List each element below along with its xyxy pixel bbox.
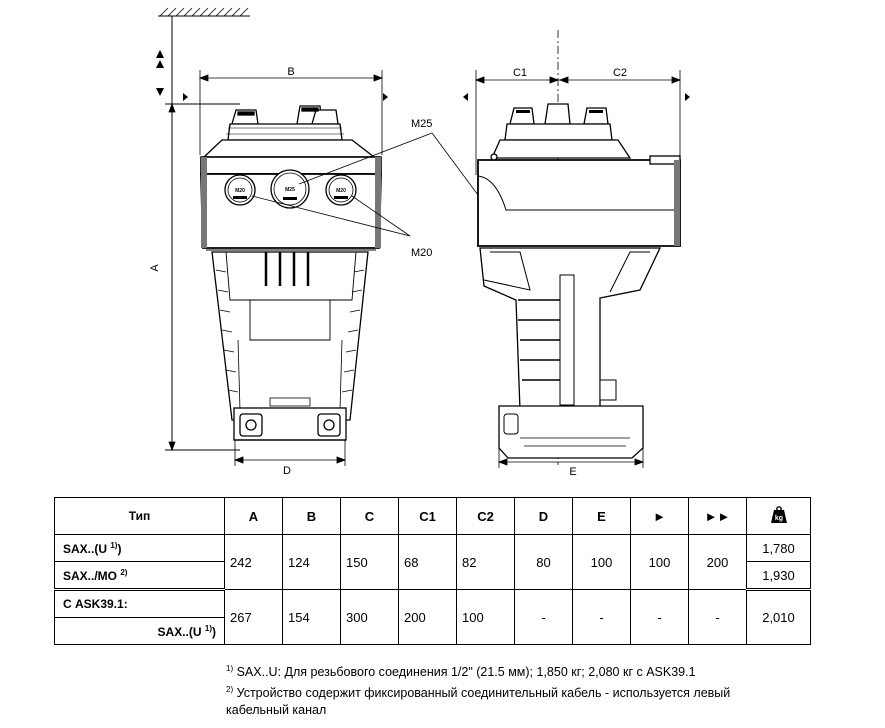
cell-b: 124: [282, 534, 341, 590]
svg-text:C2: C2: [613, 67, 627, 79]
cell-weight: 1,780: [746, 534, 811, 562]
svg-text:M25: M25: [411, 118, 432, 130]
cell-a: 267: [224, 589, 283, 645]
dimension-b: B: [198, 66, 384, 155]
row-name-sax-u: SAX..(U 1)): [54, 534, 225, 562]
table-header-row: Тип A B C C1 C2 D E ► ►► kg: [54, 497, 811, 535]
cell-a: 242: [224, 534, 283, 590]
header-arrow-double: ►►: [688, 497, 747, 535]
header-b: B: [282, 497, 341, 535]
svg-text:D: D: [283, 465, 291, 477]
front-view: M20 M25 M20: [200, 105, 382, 441]
dimension-table: Тип A B C C1 C2 D E ► ►► kg SAX..(U 1)) …: [54, 497, 811, 645]
svg-text:A: A: [149, 264, 161, 272]
cell-c2: 100: [456, 589, 515, 645]
row-name-sax-mo: SAX../MO 2): [54, 561, 225, 591]
svg-text:M20: M20: [411, 247, 432, 259]
clearance-arrows: [156, 50, 690, 101]
header-c1: C1: [398, 497, 457, 535]
svg-text:M25: M25: [285, 187, 295, 193]
svg-text:M20: M20: [336, 188, 346, 194]
svg-text:kg: kg: [774, 515, 782, 522]
svg-text:B: B: [287, 66, 294, 78]
svg-text:M20: M20: [235, 188, 245, 194]
dimension-a: A: [149, 102, 176, 452]
weight-icon: kg: [770, 505, 787, 523]
cell-arrow-single: 100: [630, 534, 689, 590]
footnote-2: 2) Устройство содержит фиксированный сое…: [226, 685, 731, 701]
svg-text:E: E: [569, 466, 576, 478]
footnote-2-continued: кабельный канал: [226, 703, 327, 718]
header-c: C: [340, 497, 399, 535]
cell-d: -: [514, 589, 573, 645]
svg-text:C1: C1: [513, 67, 527, 79]
cell-c1: 68: [398, 534, 457, 590]
table-row: SAX..(U 1)): [54, 617, 811, 645]
footnotes: 1) SAX..U: Для резьбового соединения 1/2…: [226, 660, 866, 719]
table-row: SAX../MO 2) 1,930: [54, 561, 811, 591]
header-a: A: [224, 497, 283, 535]
cell-c2: 82: [456, 534, 515, 590]
dimension-drawing: A B D C1 C2 E: [149, 7, 690, 478]
table-row: С ASK39.1: 267 154 300 200 100 - - - - 2…: [54, 589, 811, 645]
cell-arrow-double: -: [688, 589, 747, 645]
row-name-ask: С ASK39.1:: [54, 589, 225, 618]
header-d: D: [514, 497, 573, 535]
cell-arrow-double: 200: [688, 534, 747, 590]
cell-e: 100: [572, 534, 631, 590]
footnote-1: 1) SAX..U: Для резьбового соединения 1/2…: [226, 664, 696, 680]
cell-c: 150: [340, 534, 399, 590]
side-view: [477, 103, 681, 459]
row-name-ask-sax-u: SAX..(U 1)): [54, 617, 225, 645]
cell-c: 300: [340, 589, 399, 645]
cell-weight: 1,930: [746, 561, 811, 591]
header-e: E: [572, 497, 631, 535]
cell-d: 80: [514, 534, 573, 590]
cell-b: 154: [282, 589, 341, 645]
header-type: Тип: [54, 497, 225, 535]
header-weight: kg: [746, 497, 811, 535]
port-callouts: M25 M20: [251, 118, 479, 259]
cell-c1: 200: [398, 589, 457, 645]
table-row: SAX..(U 1)) 242 124 150 68 82 80 100 100…: [54, 534, 811, 590]
cell-weight: 2,010: [746, 589, 811, 645]
header-c2: C2: [456, 497, 515, 535]
header-arrow-single: ►: [630, 497, 689, 535]
cell-e: -: [572, 589, 631, 645]
cell-arrow-single: -: [630, 589, 689, 645]
